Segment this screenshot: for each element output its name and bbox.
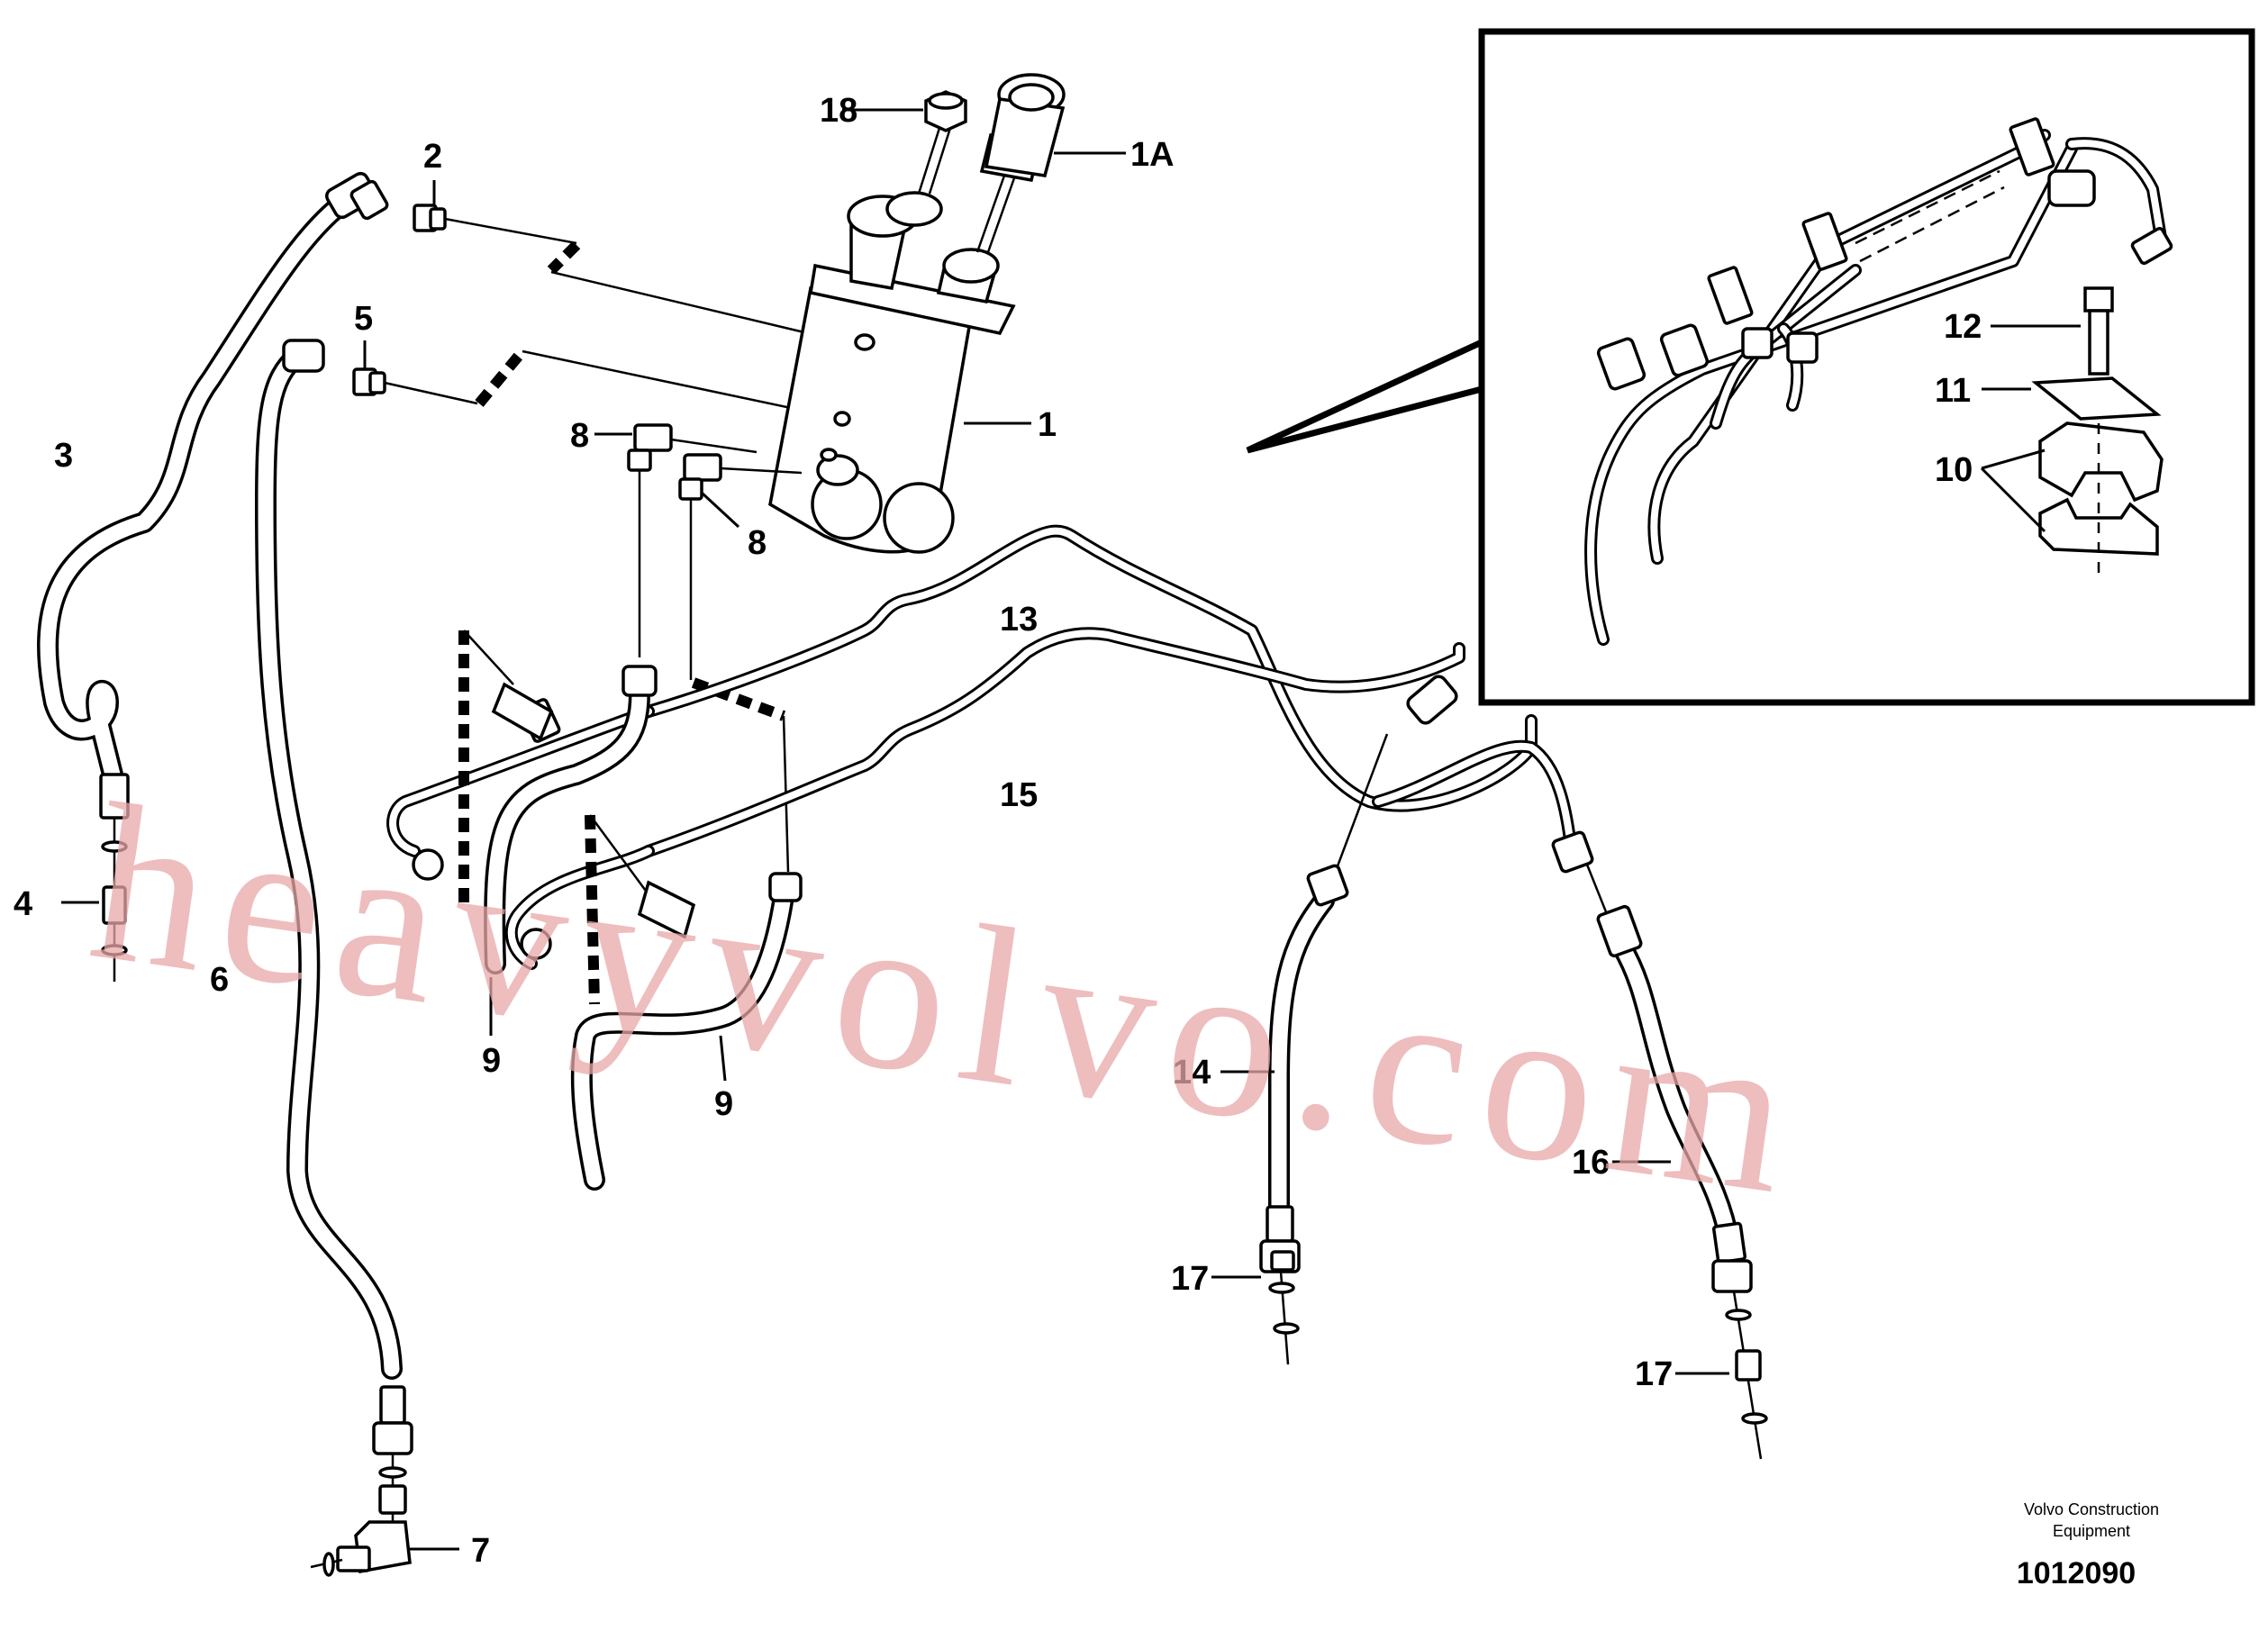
fitting-17-left [1211,1250,1300,1365]
fitting-4 [61,773,130,982]
callout-6: 6 [210,961,229,999]
hose-9-left [484,665,658,1036]
document-number: 1012090 [2017,1556,2136,1590]
callout-9-left: 9 [482,1042,501,1080]
hose-6 [255,339,413,1455]
callout-5: 5 [354,300,373,338]
pipe-16-tube [1372,739,1578,862]
callout-15: 15 [1000,776,1038,814]
fitting-2 [413,180,581,275]
callout-17-left: 17 [1171,1260,1209,1298]
callout-14: 14 [1173,1054,1211,1092]
callout-1a: 1A [1130,136,1175,174]
fitting-8-upper [594,423,758,657]
callout-16: 16 [1572,1144,1610,1182]
watermark: heavyvolvo.com [78,757,1818,1243]
fitting-5 [352,340,527,407]
fitting-17-right [1675,1291,1768,1460]
hose-14 [1220,675,1458,1273]
callout-3: 3 [54,437,73,475]
fitting-8-lower [678,453,803,680]
valve-1 [768,107,1017,554]
hose-3 [37,171,389,785]
callout-8-upper: 8 [570,417,589,455]
detail-inset [1246,28,2255,706]
pipe-15 [642,627,1465,857]
hose-16 [1551,830,1753,1293]
nut-18 [842,90,967,132]
credit-line-1: Volvo Construction [2024,1500,2159,1518]
callout-12: 12 [1944,308,1982,346]
pipe-returns [386,705,655,970]
callout-7: 7 [471,1532,490,1570]
callout-4: 4 [14,885,32,923]
callout-10: 10 [1935,451,1973,489]
pipe-13 [642,524,1538,812]
callout-17-right: 17 [1635,1355,1673,1393]
hose-9-right [570,872,803,1191]
callout-13: 13 [1000,601,1038,639]
cap-1a [979,73,1126,183]
dashed-segment [691,677,786,721]
credit-line-2: Equipment [2053,1522,2130,1540]
hatch-marker [458,630,655,1005]
callout-11: 11 [1935,372,1971,410]
callout-9-right: 9 [714,1085,733,1123]
callout-8-lower: 8 [748,524,767,562]
callout-18: 18 [820,92,857,130]
fitting-7 [310,1454,459,1577]
callout-1: 1 [1038,406,1057,444]
callout-2: 2 [423,138,442,176]
